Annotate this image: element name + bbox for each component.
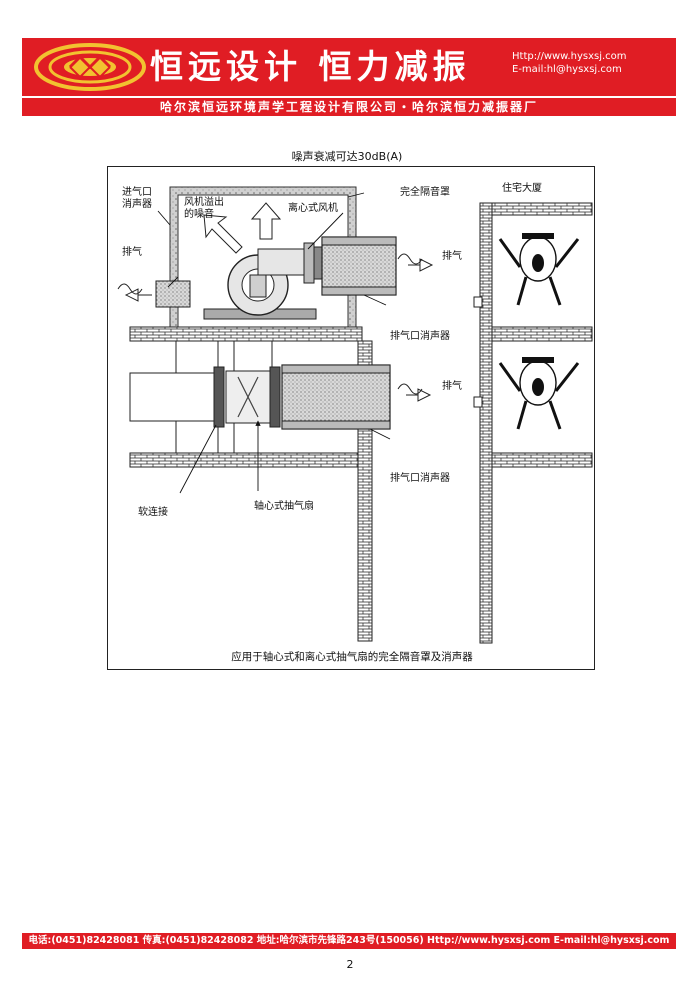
label-centrifugal-fan: 离心式风机 [288, 203, 338, 214]
lower-floor-slab [129, 452, 363, 468]
label-inlet-silencer: 进气口 消声器 [122, 187, 152, 210]
label-exhaust-left: 排气 [122, 247, 142, 258]
upper-floor-slab [129, 326, 363, 342]
resident-figure-bottom [498, 357, 580, 430]
label-flexible-joint: 软连接 [138, 507, 168, 518]
label-exhaust-right-bottom: 排气 [442, 381, 462, 392]
exhaust-arrow-right-top [408, 258, 434, 272]
label-axial-fan: 轴心式抽气扇 [254, 501, 314, 512]
exhaust-arrow-right-bottom [406, 388, 432, 402]
noise-control-diagram: 进气口 消声器 风机溢出 的噪音 离心式风机 完全隔音罩 住宅大厦 排气 排气 … [107, 166, 595, 670]
noise-arrow-up [250, 202, 282, 240]
outlet-silencer-bottom [281, 364, 391, 430]
figure-title: 噪声衰减可达30dB(A) [291, 150, 403, 163]
residential-wall [479, 202, 493, 644]
diagram-drawing [117, 186, 593, 644]
label-enclosure: 完全隔音罩 [400, 187, 450, 198]
noise-arrow-diag [203, 214, 243, 254]
page-number: 2 [346, 958, 354, 971]
outlet-silencer-top [321, 236, 397, 296]
exhaust-arrow-left [124, 288, 152, 302]
hy-logo-icon [34, 43, 146, 91]
header-band: 恒远设计 恒力减振 Http://www.hysxsj.com E-mail:h… [22, 38, 676, 96]
resident-figure-top [498, 233, 580, 306]
footer-contact-bar: 电话:(0451)82428081 传真:(0451)82428082 地址:哈… [22, 933, 676, 949]
label-residential: 住宅大厦 [502, 183, 542, 194]
figure-caption: 应用于轴心式和离心式抽气扇的完全隔音罩及消声器 [231, 651, 473, 663]
header-contact: Http://www.hysxsj.com E-mail:hl@hysxsj.c… [512, 50, 672, 76]
label-outlet-silencer-bottom: 排气口消声器 [390, 473, 450, 484]
header-url[interactable]: Http://www.hysxsj.com [512, 51, 627, 62]
company-name: 哈尔滨恒远环境声学工程设计有限公司・哈尔滨恒力减振器厂 [22, 98, 676, 116]
label-outlet-silencer-top: 排气口消声器 [390, 331, 450, 342]
exhaust-duct [129, 372, 221, 422]
label-fan-noise: 风机溢出 的噪音 [184, 197, 224, 220]
label-exhaust-right-top: 排气 [442, 251, 462, 262]
header-email[interactable]: E-mail:hl@hysxsj.com [512, 64, 622, 75]
inlet-silencer [155, 280, 191, 308]
brand-title: 恒远设计 恒力减振 [150, 47, 471, 86]
